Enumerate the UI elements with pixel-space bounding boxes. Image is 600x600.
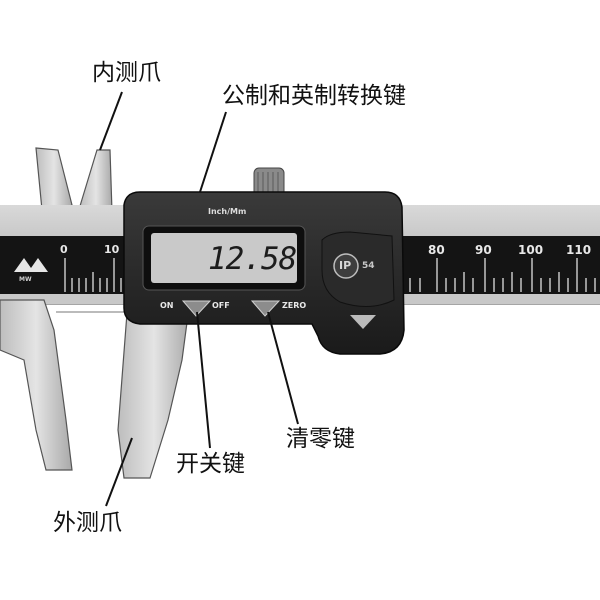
scale-label-110: 110 [566,243,592,257]
zero-label: ZERO [282,301,307,310]
leader-unit-key [199,111,227,193]
data-key-arrow [350,315,376,329]
ip-rating-text: 54 [362,261,375,271]
label-power-key: 开关键 [176,451,245,477]
inner-jaw-fixed [35,147,73,211]
ip-text: IP [339,259,352,272]
inner-jaw-moving [79,149,113,213]
lcd-reading: 12.58 [208,241,297,277]
label-inner-jaw: 内测爪 [92,60,161,86]
leader-outer-jaw [105,437,133,507]
scale-ticks-right [409,258,596,292]
scale-label-10: 10 [104,243,120,256]
off-label: OFF [212,301,230,310]
scale-label-80: 80 [428,243,445,257]
leader-power-key [196,311,211,449]
scale-label-0: 0 [60,243,68,256]
scale-ticks-left [64,258,122,292]
label-unit-key: 公制和英制转换键 [222,83,406,109]
brand-logo [14,258,48,272]
scale-label-100: 100 [518,243,544,257]
outer-jaw-fixed [0,299,73,471]
ip-badge-circle [333,253,359,279]
unit-key-header: Inch/Mm [208,207,247,216]
lcd-screen [151,233,297,283]
label-clear-key: 清零键 [286,426,355,452]
scale-label-90: 90 [475,243,492,257]
brand-short-text: MW [19,276,32,283]
label-outer-jaw: 外测爪 [53,510,122,536]
leader-clear-key [267,311,299,425]
zero-key[interactable] [250,300,281,317]
leader-inner-jaw [99,91,123,151]
on-label: ON [160,301,174,310]
power-key[interactable] [181,300,212,317]
